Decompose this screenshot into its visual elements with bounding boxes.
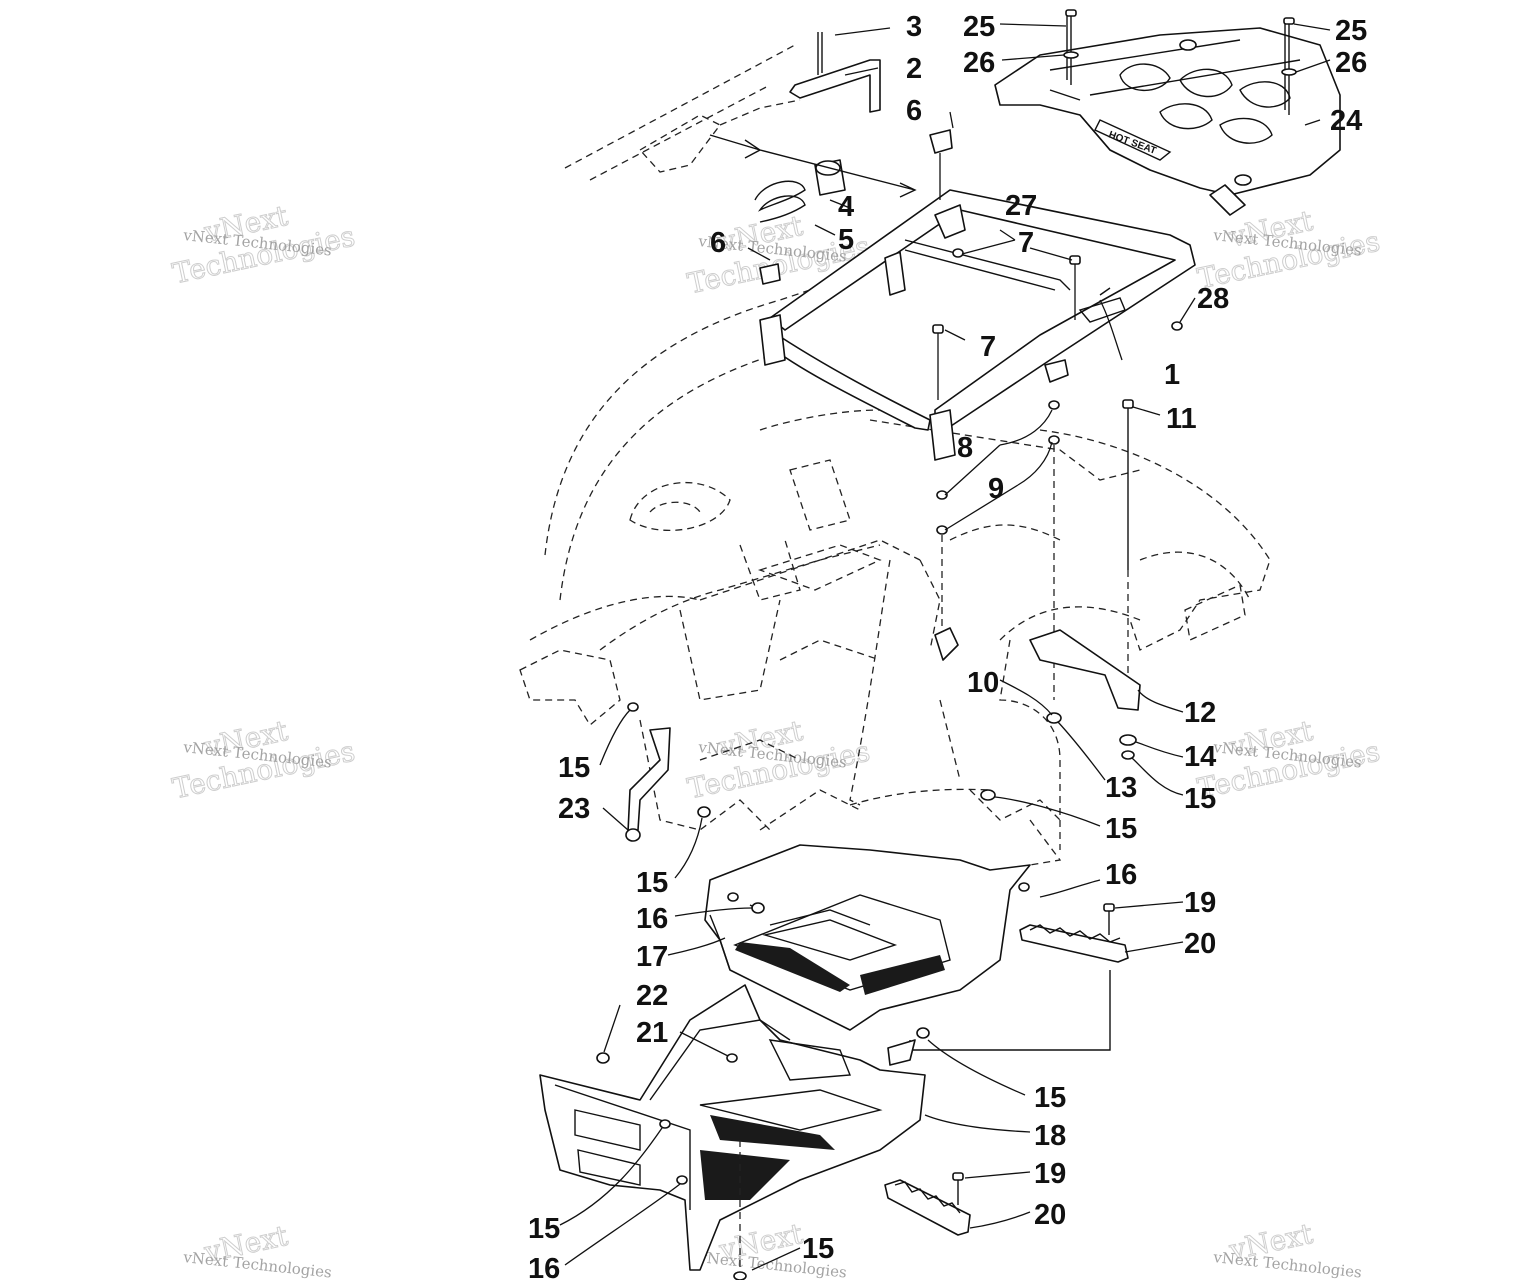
callout-16-c: 16 xyxy=(528,1253,560,1280)
callout-19-b: 19 xyxy=(1034,1158,1066,1190)
bracket-23 xyxy=(625,702,711,842)
callout-23: 23 xyxy=(558,793,590,825)
callout-11: 11 xyxy=(1166,403,1197,435)
callout-15-g: 15 xyxy=(802,1233,834,1265)
rear-body-outline xyxy=(519,44,1271,871)
callout-18: 18 xyxy=(1034,1120,1066,1152)
callout-20-a: 20 xyxy=(1184,928,1216,960)
leader-lines xyxy=(559,23,1331,1271)
callout-8: 8 xyxy=(957,432,973,464)
callout-10: 10 xyxy=(967,667,999,699)
callout-28: 28 xyxy=(1197,283,1229,315)
callout-20-b: 20 xyxy=(1034,1199,1066,1231)
callout-15-e: 15 xyxy=(1034,1082,1066,1114)
callout-13: 13 xyxy=(1105,772,1137,804)
callout-21: 21 xyxy=(636,1017,668,1049)
callout-25: 25 xyxy=(963,11,995,43)
callout-15-b: 15 xyxy=(1105,813,1137,845)
callout-2: 2 xyxy=(906,53,922,85)
callout-24: 24 xyxy=(1330,105,1362,137)
callout-15-d: 15 xyxy=(636,867,668,899)
callout-3: 3 xyxy=(906,11,922,43)
callout-5: 5 xyxy=(838,224,854,256)
callout-9: 9 xyxy=(988,473,1004,505)
rack-frame-1 xyxy=(759,189,1196,461)
callout-27: 27 xyxy=(1005,190,1037,222)
callout-6-left: 6 xyxy=(710,227,726,259)
callout-12: 12 xyxy=(1184,697,1216,729)
footwell-18 xyxy=(539,984,926,1280)
fasteners xyxy=(759,129,1183,801)
callout-26-right: 26 xyxy=(1335,47,1367,79)
callout-15-f: 15 xyxy=(528,1213,560,1245)
footrest-20-upper xyxy=(887,903,1129,1066)
callout-17: 17 xyxy=(636,941,668,973)
callout-labels: 3 2 4 5 6 6 7 7 27 28 1 25 26 25 26 24 8… xyxy=(528,11,1367,1280)
footrest-20-lower xyxy=(884,1172,971,1236)
footwell-17 xyxy=(704,844,1031,1031)
callout-15-a: 15 xyxy=(1184,783,1216,815)
rear-rack-24: HOT SEAT xyxy=(994,27,1341,216)
callout-15-c: 15 xyxy=(558,752,590,784)
callout-6: 6 xyxy=(906,95,922,127)
callout-7-lower: 7 xyxy=(980,331,996,363)
callout-26: 26 xyxy=(963,47,995,79)
callout-1: 1 xyxy=(1164,359,1180,391)
callout-7: 7 xyxy=(1018,227,1034,259)
callout-22: 22 xyxy=(636,980,668,1012)
callout-25-right: 25 xyxy=(1335,15,1367,47)
callout-4: 4 xyxy=(838,191,854,223)
callout-19-a: 19 xyxy=(1184,887,1216,919)
callout-16-a: 16 xyxy=(1105,859,1137,891)
callout-16-b: 16 xyxy=(636,903,668,935)
latch-parts xyxy=(709,32,917,223)
rack-bolts xyxy=(1063,9,1297,115)
callout-14: 14 xyxy=(1184,741,1216,773)
